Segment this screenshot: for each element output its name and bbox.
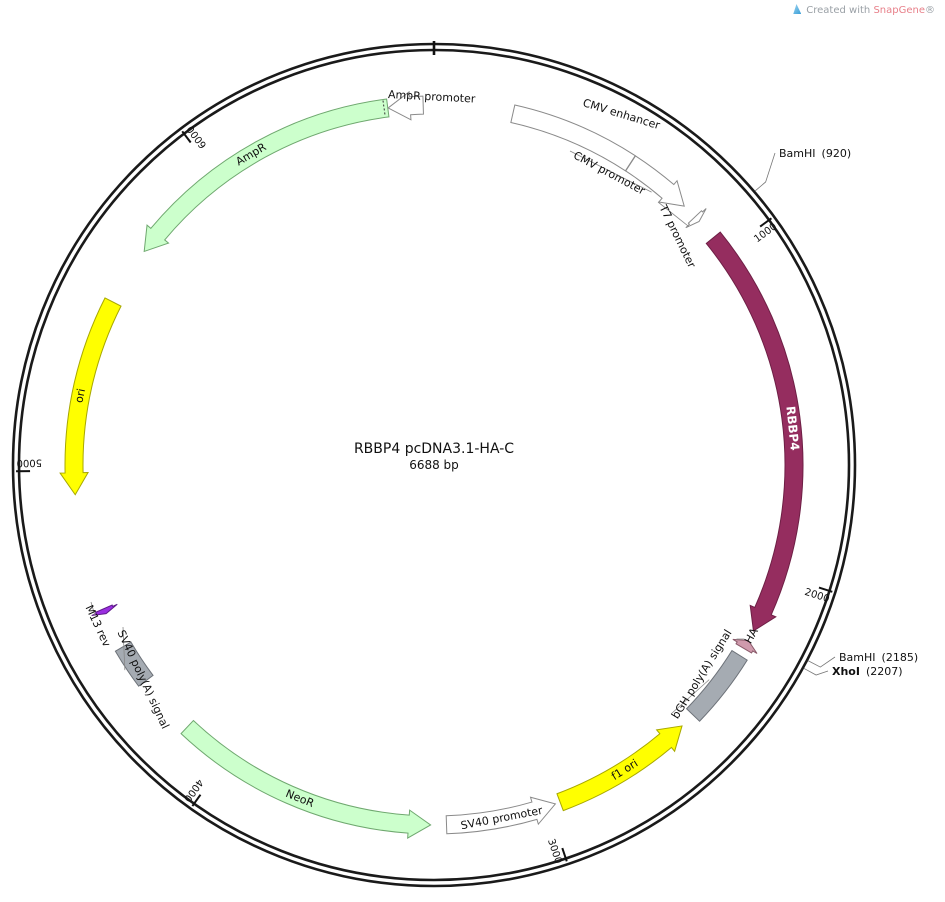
bamhi-2185-site-label[interactable]: BamHI (2185) (839, 651, 918, 664)
t7-promoter-feature[interactable] (685, 208, 707, 229)
credit-mark: ® (925, 5, 935, 16)
plasmid-center-label: RBBP4 pcDNA3.1-HA-C 6688 bp (354, 441, 514, 472)
tick-mark (818, 586, 833, 593)
neor-feature[interactable] (180, 719, 432, 839)
credit-prefix: Created with (806, 5, 874, 16)
site-position: (2207) (866, 665, 903, 678)
sv40-polya-feature[interactable] (114, 641, 154, 687)
plasmid-length: 6688 bp (409, 458, 459, 472)
xhoi-2207-site-label[interactable]: XhoI (2207) (832, 665, 903, 678)
features-layer (59, 90, 804, 839)
t7-promoter-leader-line (657, 201, 690, 228)
tick-mark (181, 130, 192, 144)
ampr-promoter-feature[interactable] (387, 90, 424, 121)
tick-label: 4000 (181, 777, 205, 804)
site-name: BamHI (839, 651, 876, 664)
tick-label: 6000 (185, 123, 209, 150)
tick-mark (759, 217, 773, 228)
f1-ori-feature[interactable] (556, 725, 683, 812)
m13-rev-leader-line (90, 601, 96, 616)
credit-brand-name: SnapGene (873, 5, 925, 16)
rbbp4-feature[interactable] (705, 231, 804, 632)
ori-label: ori (72, 387, 88, 404)
rbbp4-label: RBBP4 (783, 405, 801, 451)
cmv-promoter-feature[interactable] (625, 155, 685, 207)
ori-feature[interactable] (59, 297, 122, 496)
ampr-promoter-junction (382, 100, 386, 117)
tick-mark (561, 847, 568, 862)
cmv-promoter-leader-line (569, 150, 652, 193)
tick-label: 3000 (545, 838, 564, 866)
m13-rev-feature[interactable] (91, 603, 118, 617)
ha-feature[interactable] (732, 638, 758, 654)
sv40-polya-leader-line (122, 626, 126, 671)
site-position: (920) (822, 147, 852, 160)
restriction-sites-layer: BamHI (920) BamHI (2185) XhoI (2207) (754, 147, 918, 678)
plasmid-name: RBBP4 pcDNA3.1-HA-C (354, 441, 514, 457)
tick-label: 1000 (752, 221, 779, 245)
site-name: XhoI (832, 665, 860, 678)
bamhi-920-leader-line (754, 152, 776, 192)
cmv-enhancer-label: CMV enhancer (581, 96, 662, 132)
bgh-leader-line (670, 679, 710, 715)
site-position: (2185) (882, 651, 919, 664)
snapgene-credit: Created with SnapGene® (793, 4, 935, 16)
xhoi-2207-leader-line (803, 667, 829, 676)
plasmid-backbone (11, 41, 857, 888)
tick-label: 5000 (16, 457, 42, 468)
ampr-promoter-label: AmpR promoter (388, 88, 476, 106)
ampr-feature[interactable] (143, 98, 390, 253)
bamhi-920-site-label[interactable]: BamHI (920) (779, 147, 851, 160)
t7-promoter-label: T7 promoter (656, 202, 698, 270)
bgh-feature[interactable] (685, 649, 748, 722)
sv40-promoter-feature[interactable] (445, 796, 557, 835)
bamhi-2185-leader-line (807, 656, 836, 668)
site-name: BamHI (779, 147, 816, 160)
snapgene-logo-icon (793, 4, 802, 14)
tick-mark (191, 794, 202, 807)
sv40-polya-label: SV40 poly(A) signal (115, 628, 172, 731)
